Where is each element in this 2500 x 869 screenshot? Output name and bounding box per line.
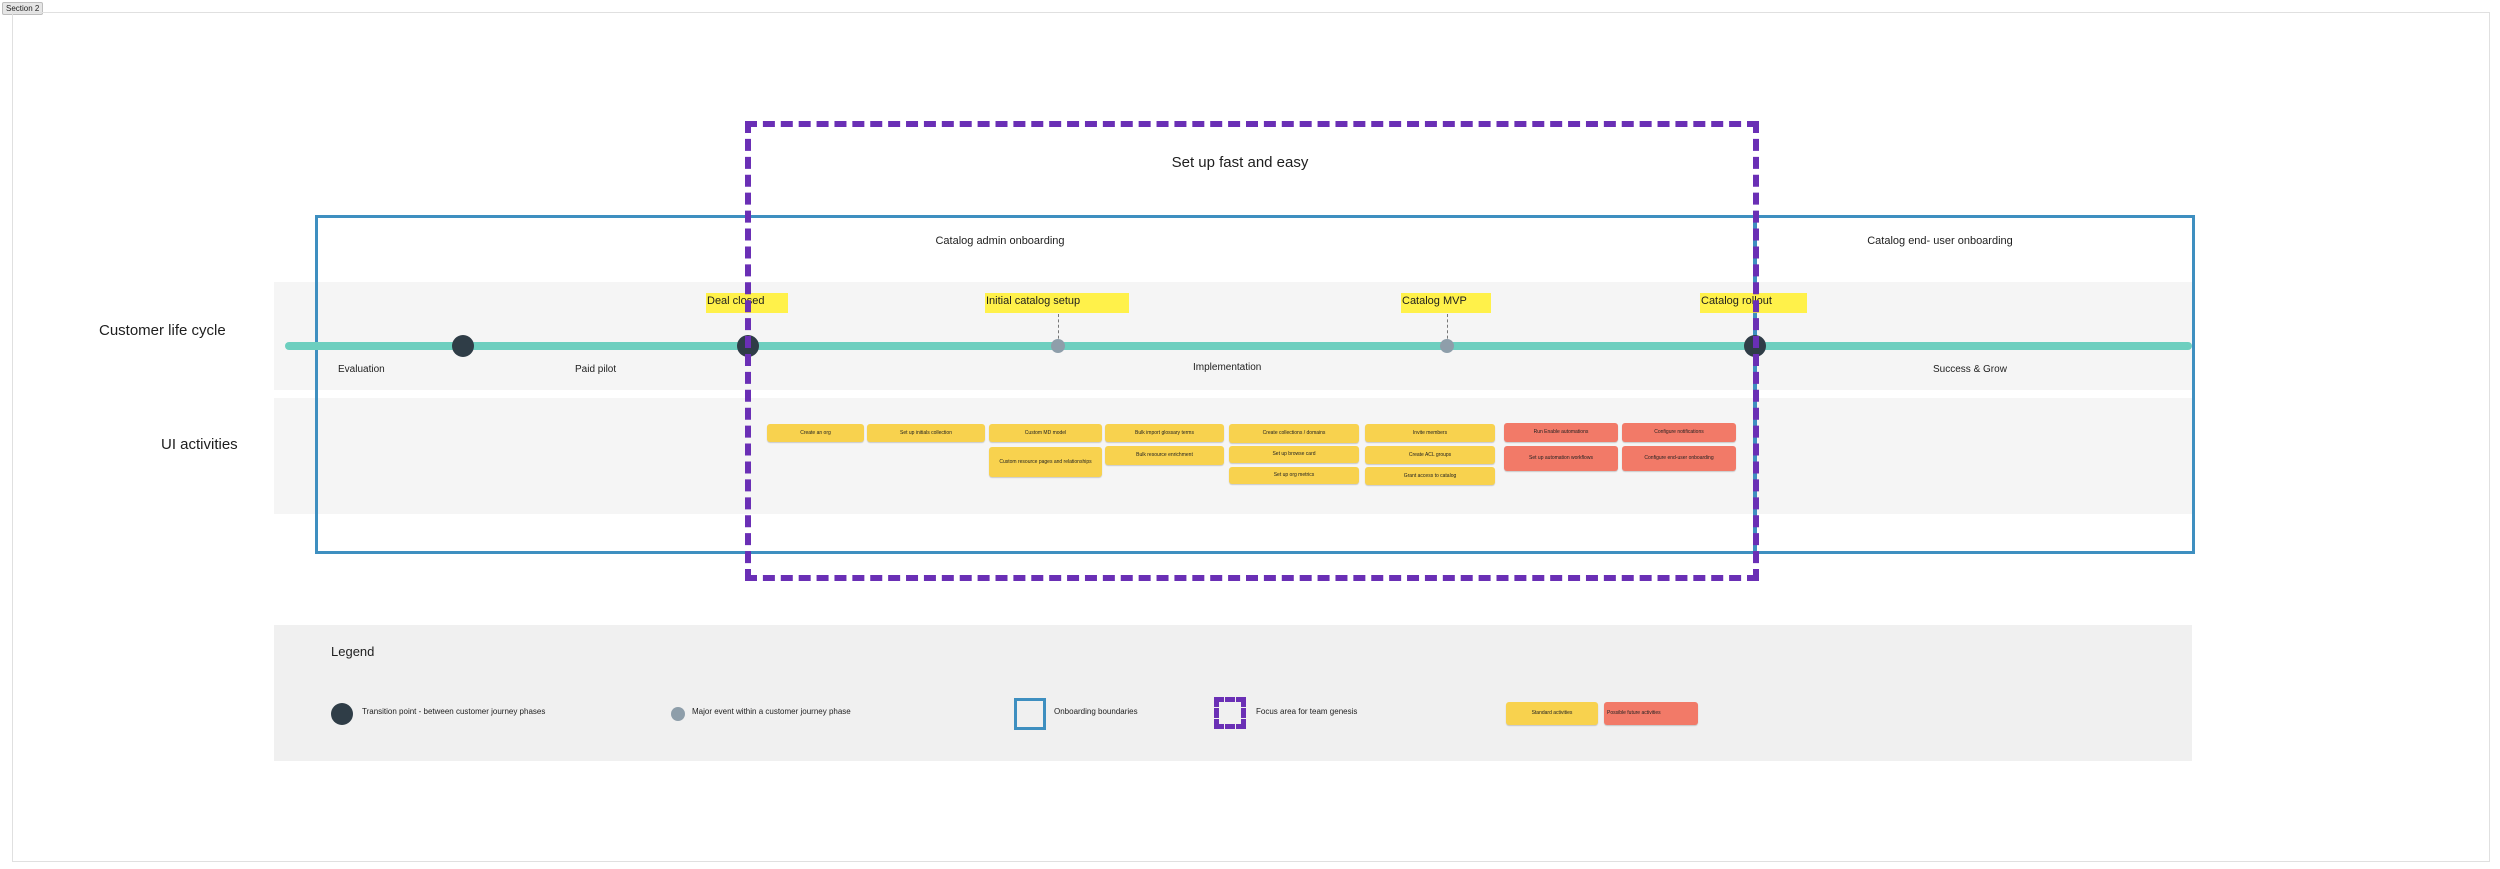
legend-focus-square <box>1214 697 1246 729</box>
section-label[interactable]: Section 2 <box>2 2 44 15</box>
activity-sticky-future[interactable]: Run Enable automations <box>1504 423 1618 442</box>
lifecycle-timeline <box>285 342 2192 350</box>
legend-future-sticky: Possible future activities <box>1604 702 1698 725</box>
phase-implementation: Implementation <box>1193 362 1262 373</box>
legend-standard-sticky: Standard activities <box>1506 702 1598 725</box>
activity-sticky[interactable]: Create collections / domains <box>1229 424 1359 443</box>
legend-event-label: Major event within a customer journey ph… <box>692 707 851 716</box>
activity-sticky[interactable]: Invite members <box>1365 424 1495 442</box>
activity-sticky[interactable]: Custom resource pages and relationships <box>989 447 1102 477</box>
legend-panel <box>274 625 2192 761</box>
legend-focus-label: Focus area for team genesis <box>1256 707 1358 716</box>
activity-sticky[interactable]: Custom MD model <box>989 424 1102 442</box>
activity-sticky[interactable]: Bulk resource enrichment <box>1105 446 1224 465</box>
row-label-ui: UI activities <box>161 436 238 453</box>
legend-event-dot <box>671 707 685 721</box>
major-event-dot[interactable] <box>1051 339 1065 353</box>
activity-sticky-future[interactable]: Configure notifications <box>1622 423 1736 442</box>
activity-sticky[interactable]: Bulk import glossary terms <box>1105 424 1224 442</box>
legend-onboarding-square <box>1014 698 1046 730</box>
milestone-catalog-mvp[interactable]: Catalog MVP <box>1401 293 1491 313</box>
transition-point-dot[interactable] <box>452 335 474 357</box>
activity-sticky[interactable]: Create an org <box>767 424 864 442</box>
admin-onboarding-title: Catalog admin onboarding <box>935 235 1065 247</box>
phase-evaluation: Evaluation <box>338 364 385 375</box>
activity-sticky[interactable]: Create ACL groups <box>1365 446 1495 464</box>
activity-sticky[interactable]: Set up org metrics <box>1229 467 1359 484</box>
phase-paid-pilot: Paid pilot <box>575 364 617 375</box>
legend-transition-label: Transition point - between customer jour… <box>362 707 546 716</box>
lifecycle-band <box>274 282 2192 390</box>
enduser-onboarding-boundary[interactable] <box>1754 215 2195 554</box>
enduser-onboarding-title: Catalog end- user onboarding <box>1867 235 2013 247</box>
phase-success-grow: Success & Grow <box>1933 364 2007 375</box>
legend-title: Legend <box>331 644 375 659</box>
milestone-initial-catalog-setup[interactable]: Initial catalog setup <box>985 293 1129 313</box>
activity-sticky[interactable]: Grant access to catalog <box>1365 467 1495 485</box>
focus-area-title: Set up fast and easy <box>1171 154 1309 171</box>
legend-onboarding-label: Onboarding boundaries <box>1054 707 1138 716</box>
milestone-connector <box>1447 314 1448 344</box>
milestone-connector <box>1058 314 1059 344</box>
activity-sticky[interactable]: Set up initials collection <box>867 424 985 442</box>
row-label-lifecycle: Customer life cycle <box>99 322 226 339</box>
major-event-dot[interactable] <box>1440 339 1454 353</box>
activity-sticky[interactable]: Set up browse card <box>1229 446 1359 463</box>
activity-sticky-future[interactable]: Configure end-user onboarding <box>1622 446 1736 471</box>
legend-transition-dot <box>331 703 353 725</box>
section-frame <box>12 12 2490 862</box>
activity-sticky-future[interactable]: Set up automation workflows <box>1504 446 1618 471</box>
focus-area-boundary[interactable] <box>745 121 1759 581</box>
